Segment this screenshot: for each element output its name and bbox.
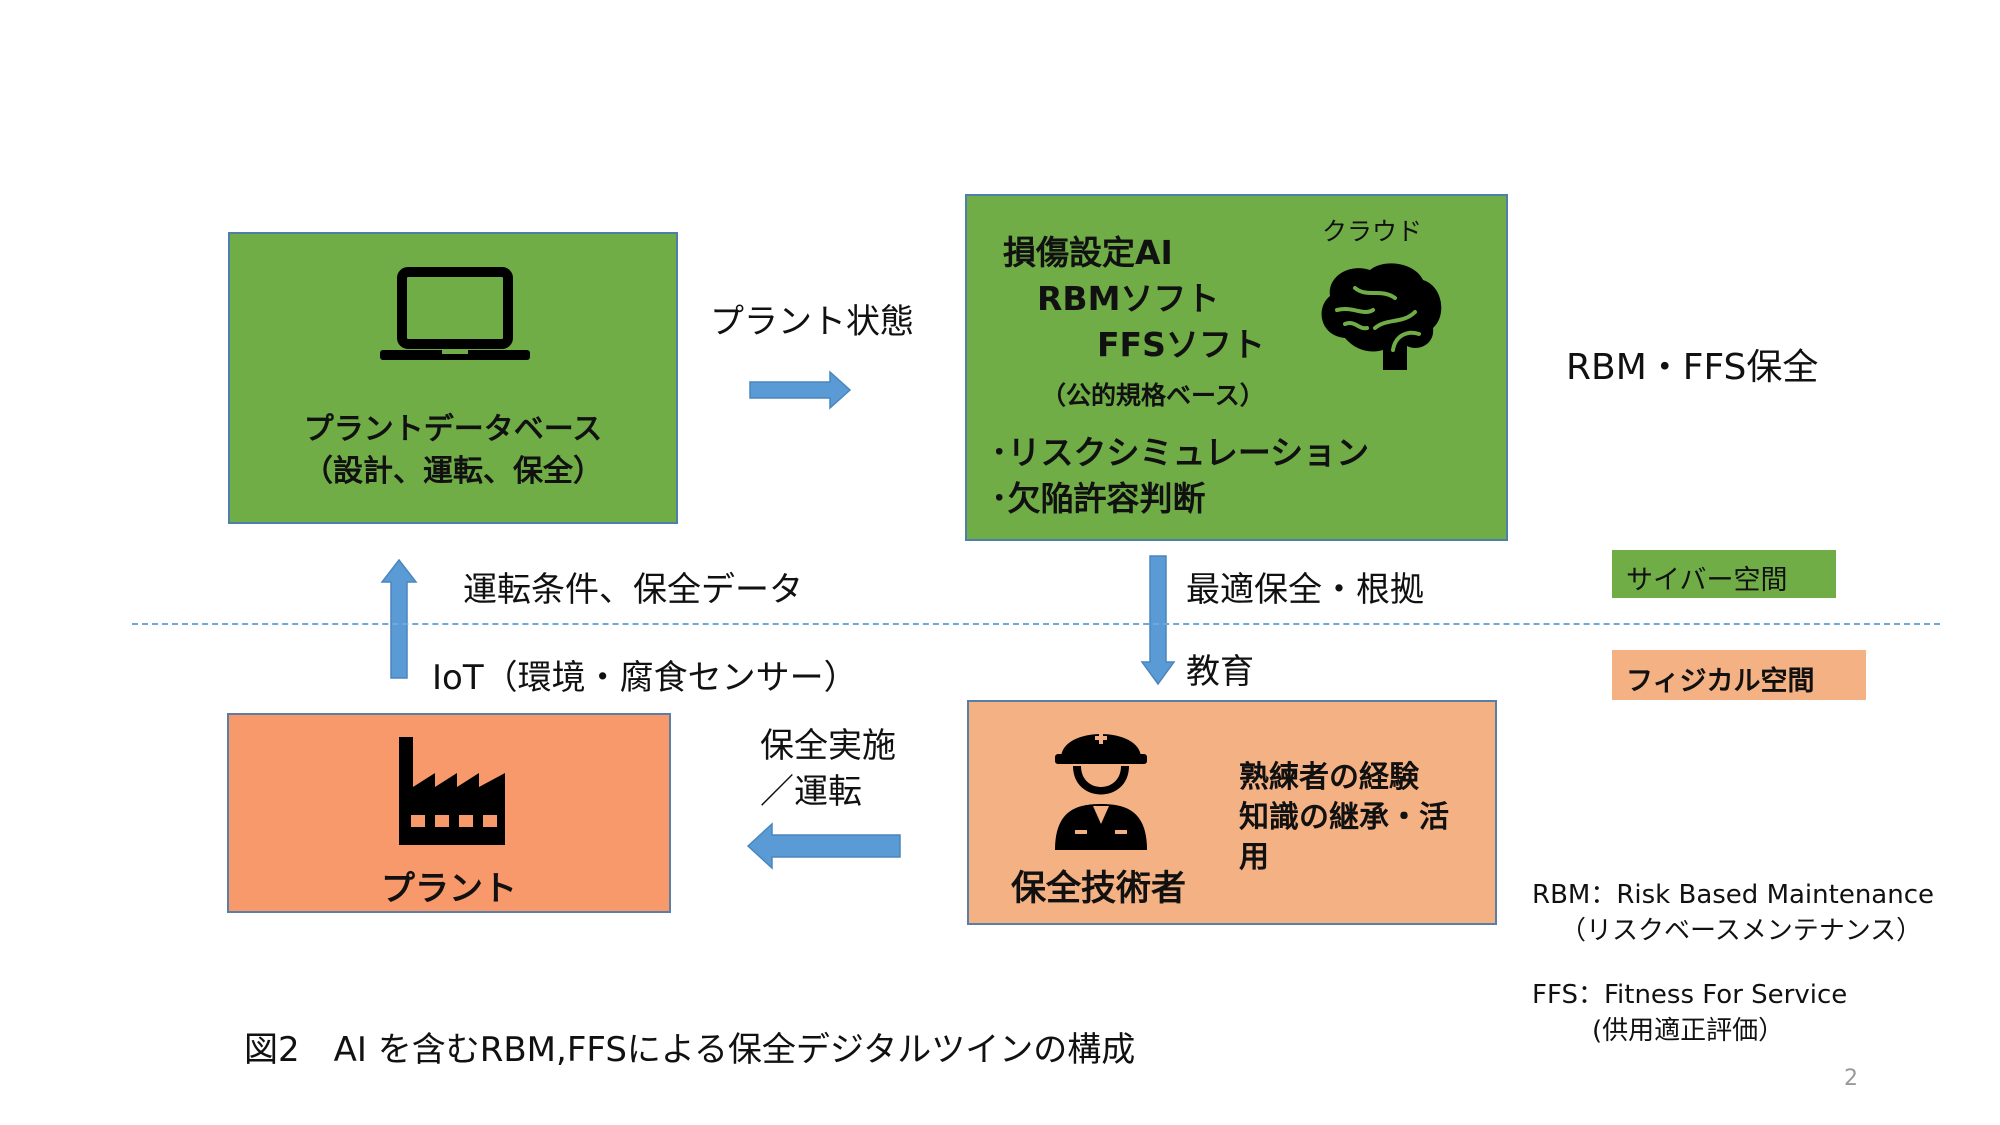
legend-physical-label: フィジカル空間 [1626, 666, 1815, 697]
engineer-label: 保全技術者 [1011, 869, 1187, 909]
brain-icon [1321, 263, 1442, 370]
ai-bullet-2: ･欠陥許容判断 [991, 479, 1206, 518]
ai-line-3: FFSソフト [1097, 325, 1265, 364]
worker-icon [1055, 732, 1147, 850]
factory-icon [399, 737, 505, 845]
legend-cyber: サイバー空間 [1612, 550, 1836, 598]
right-arrow-icon [749, 370, 852, 410]
cloud-label: クラウド [1322, 217, 1423, 246]
ai-line-4: （公的規格ベース） [1041, 381, 1265, 410]
plant-database-box: プラントデータベース （設計、運転、保全） [228, 232, 678, 524]
ai-bullet-1: ･リスクシミュレーション [991, 433, 1370, 472]
laptop-icon [380, 267, 530, 360]
maintenance-engineer-box: 保全技術者 熟練者の経験 知識の継承・活 用 [967, 700, 1497, 925]
rbm-definition-jp: （リスクベースメンテナンス） [1560, 916, 1923, 946]
cloud-ai-box: 損傷設定AI RBMソフト FFSソフト （公的規格ベース） ･リスクシミュレー… [965, 194, 1508, 541]
engineer-text-1: 熟練者の経験 [1239, 760, 1419, 795]
iot-label: IoT（環境・腐食センサー） [432, 658, 858, 698]
maintenance-label-1: 保全実施 [760, 726, 896, 766]
rbm-definition: RBM：Risk Based Maintenance [1532, 880, 1935, 910]
maintenance-label-2: ／運転 [760, 772, 862, 812]
database-subtitle: （設計、運転、保全） [303, 454, 603, 489]
up-arrow-icon [380, 558, 418, 679]
figure-caption: 図2 AI を含むRBM,FFSによる保全デジタルツインの構成 [244, 1030, 1136, 1070]
left-arrow-icon [746, 822, 901, 870]
plant-box: プラント [227, 713, 671, 913]
page-number: 2 [1844, 1066, 1858, 1091]
database-title: プラントデータベース [303, 412, 603, 447]
ai-line-2: RBMソフト [1037, 279, 1220, 318]
optimal-maintenance-label: 最適保全・根拠 [1186, 570, 1424, 610]
ffs-definition: FFS：Fitness For Service [1532, 980, 1848, 1010]
cyber-physical-divider [132, 623, 1940, 625]
rbm-ffs-title: RBM・FFS保全 [1566, 347, 1819, 388]
ai-line-1: 損傷設定AI [1003, 233, 1173, 272]
legend-cyber-label: サイバー空間 [1626, 565, 1788, 596]
down-arrow-icon [1140, 555, 1176, 686]
plant-state-label: プラント状態 [710, 302, 914, 342]
operating-conditions-label: 運転条件、保全データ [463, 570, 803, 610]
plant-label: プラント [381, 869, 517, 909]
engineer-text-3: 用 [1239, 840, 1269, 875]
education-label: 教育 [1186, 652, 1254, 692]
engineer-text-2: 知識の継承・活 [1239, 800, 1449, 835]
ffs-definition-jp: (供用適正評価） [1592, 1016, 1785, 1046]
legend-physical: フィジカル空間 [1612, 650, 1866, 700]
